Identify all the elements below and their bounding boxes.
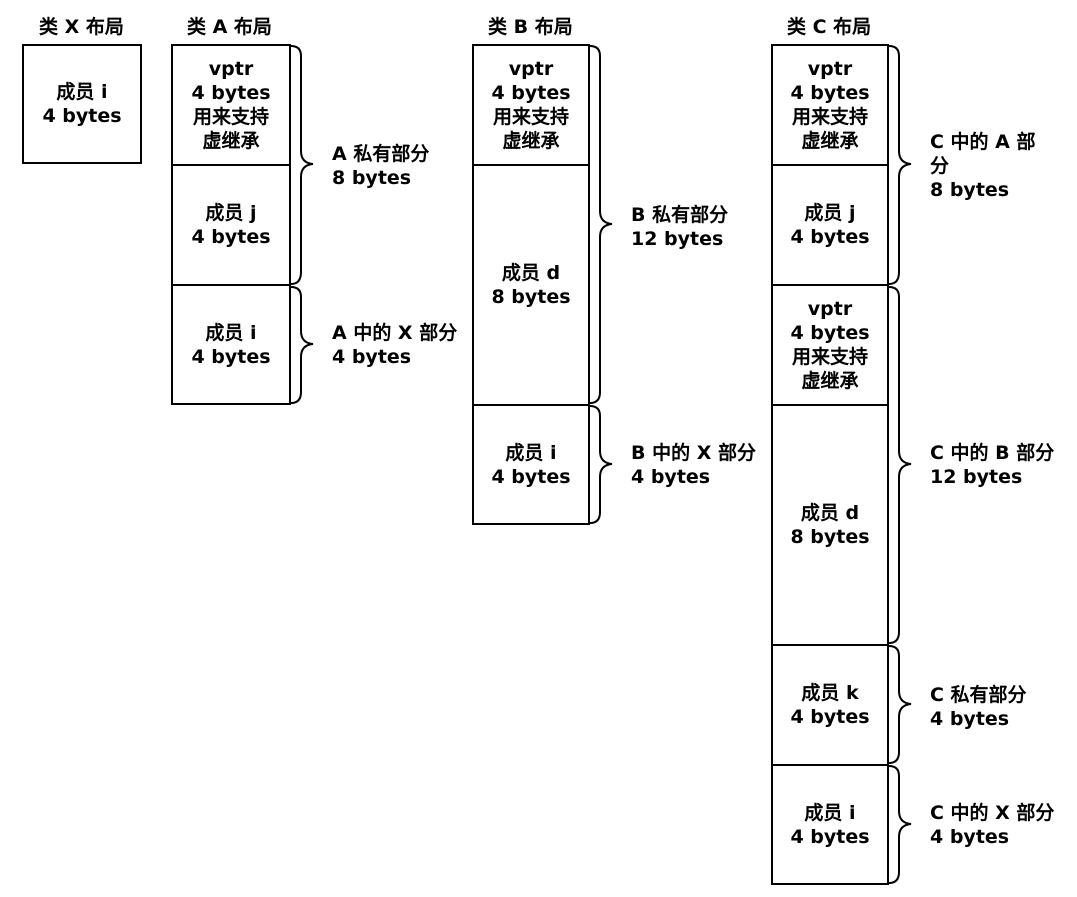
note-line: 12 bytes (631, 228, 724, 250)
cell-line: vptr (807, 58, 853, 80)
cell-line: 4 bytes (790, 825, 870, 848)
c-member-k-cell: 成员 k 4 bytes (771, 644, 889, 766)
b-x-part-label: B 中的 X 部分 4 bytes (631, 441, 756, 489)
b-member-i-cell: 成员 i 4 bytes (472, 404, 590, 525)
cell-line: 4 bytes (491, 82, 571, 104)
note-line: B 中的 X 部分 (631, 442, 756, 464)
cell-line: 4 bytes (42, 105, 122, 127)
cell-line: 虚继承 (801, 370, 859, 392)
note-line: A 私有部分 (332, 143, 430, 165)
note-line: 8 bytes (930, 179, 1010, 201)
a-private-part-label: A 私有部分 8 bytes (332, 142, 429, 190)
b-vptr-cell: vptr 4 bytes 用来支持 虚继承 (472, 44, 590, 166)
a-member-i-cell: 成员 i 4 bytes (171, 284, 291, 405)
cell-line: 虚继承 (202, 130, 260, 152)
cell-line: 4 bytes (790, 226, 870, 248)
cell-line: vptr (508, 58, 554, 80)
note-line: 12 bytes (930, 466, 1023, 488)
note-line: 分 (930, 155, 950, 177)
c-member-i-cell: 成员 i 4 bytes (771, 764, 889, 885)
cell-line: vptr (208, 58, 254, 80)
cell-line: 8 bytes (491, 286, 571, 308)
note-line: C 中的 X 部分 (930, 802, 1055, 824)
brace-c-a-part (888, 45, 912, 285)
cell-line: 4 bytes (191, 345, 271, 368)
cell-line: 成员 k (801, 682, 859, 704)
cell-line: 4 bytes (790, 322, 870, 344)
cell-line: 用来支持 (492, 106, 569, 128)
c-private-part-label: C 私有部分 4 bytes (930, 683, 1027, 731)
note-line: C 中的 B 部分 (930, 442, 1055, 464)
cell-line: 成员 j (804, 202, 856, 224)
cell-line: 成员 i (505, 441, 557, 464)
layout-a-title: 类 A 布局 (187, 16, 272, 38)
c-x-part-label: C 中的 X 部分 4 bytes (930, 801, 1054, 849)
brace-b-private (589, 45, 613, 404)
note-line: A 中的 X 部分 (332, 322, 458, 344)
c-member-d-cell: 成员 d 8 bytes (771, 404, 889, 646)
brace-a-x-part (290, 286, 314, 404)
note-line: 4 bytes (930, 826, 1010, 848)
c-vptr-a-cell: vptr 4 bytes 用来支持 虚继承 (771, 44, 889, 166)
cell-line: 成员 j (205, 202, 257, 224)
a-vptr-cell: vptr 4 bytes 用来支持 虚继承 (171, 44, 291, 166)
c-vptr-b-cell: vptr 4 bytes 用来支持 虚继承 (771, 284, 889, 406)
cell-line: 虚继承 (502, 130, 560, 152)
note-line: 4 bytes (631, 466, 711, 488)
cell-line: 成员 d (800, 502, 860, 524)
cell-line: 4 bytes (491, 465, 571, 488)
cell-line: 用来支持 (791, 106, 868, 128)
cell-line: 4 bytes (790, 82, 870, 104)
b-private-part-label: B 私有部分 12 bytes (631, 203, 728, 251)
brace-a-private (290, 45, 314, 285)
b-member-d-cell: 成员 d 8 bytes (472, 164, 590, 406)
note-line: B 私有部分 (631, 204, 729, 226)
c-member-j-cell: 成员 j 4 bytes (771, 164, 889, 286)
a-member-j-cell: 成员 j 4 bytes (171, 164, 291, 286)
layout-x-title: 类 X 布局 (39, 16, 124, 38)
brace-b-x-part (589, 405, 613, 524)
cell-line: 用来支持 (791, 346, 868, 368)
x-member-i-cell: 成员 i 4 bytes (22, 44, 142, 164)
cell-line: 用来支持 (192, 106, 269, 128)
brace-c-private (888, 645, 912, 764)
note-line: C 中的 A 部 (930, 131, 1036, 153)
a-x-part-label: A 中的 X 部分 4 bytes (332, 321, 457, 369)
cell-line: 4 bytes (191, 82, 271, 104)
cell-line: 成员 d (501, 262, 561, 284)
cell-line: vptr (807, 298, 853, 320)
cell-line: 成员 i (804, 801, 856, 824)
cell-line: 4 bytes (790, 706, 870, 728)
cell-line: 成员 i (205, 321, 257, 344)
brace-c-x-part (888, 765, 912, 884)
note-line: 4 bytes (930, 708, 1010, 730)
layout-c-title: 类 C 布局 (787, 16, 872, 38)
note-line: 8 bytes (332, 167, 412, 189)
note-line: 4 bytes (332, 346, 412, 368)
c-b-part-label: C 中的 B 部分 12 bytes (930, 441, 1054, 489)
cell-line: 虚继承 (801, 130, 859, 152)
brace-c-b-part (888, 286, 912, 644)
note-line: C 私有部分 (930, 684, 1027, 706)
layout-b-title: 类 B 布局 (488, 16, 573, 38)
c-a-part-label: C 中的 A 部 分 8 bytes (930, 130, 1036, 202)
cell-line: 成员 i (56, 81, 108, 103)
cell-line: 8 bytes (790, 526, 870, 548)
cell-line: 4 bytes (191, 226, 271, 248)
